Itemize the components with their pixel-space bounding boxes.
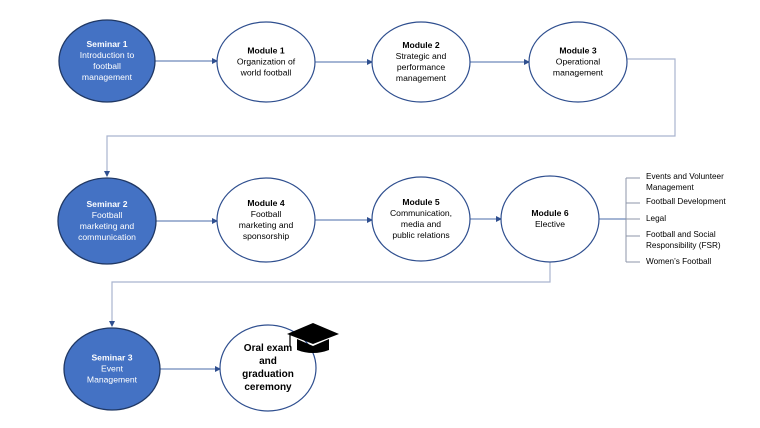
node-subtitle-line: media and: [400, 219, 442, 229]
nodes-layer: [57, 19, 628, 412]
node-subtitle-line: management: [395, 73, 447, 83]
node-title: Module 2: [402, 40, 440, 50]
node-subtitle-line: Event: [101, 363, 123, 374]
node-title: Module 3: [559, 45, 597, 56]
node-title: Seminar 3: [91, 352, 133, 363]
node-title: Module 4: [247, 198, 285, 208]
node-title: Module 6: [531, 208, 569, 218]
seminar-3-node: [63, 327, 161, 411]
node-title: Module 1: [247, 45, 285, 56]
node-title: Seminar 1: [86, 39, 128, 49]
final-exam-node: [219, 324, 317, 412]
node-subtitle-line: management: [81, 72, 133, 82]
node-subtitle-line: Strategic and: [395, 51, 447, 61]
module-1-node: [216, 21, 316, 103]
elective-item-line: Legal: [646, 214, 667, 223]
module-4-node: [216, 177, 316, 263]
node-subtitle-line: world football: [240, 67, 292, 78]
node-subtitle-line: graduation: [242, 369, 294, 380]
elective-item-line: Events and Volunteer: [646, 172, 724, 181]
node-subtitle-line: Operational: [555, 56, 601, 67]
elective-item-line: Football Development: [646, 197, 726, 206]
elective-bracket: [625, 177, 640, 263]
elective-item: Football Development: [646, 197, 726, 208]
node-subtitle-line: Football: [91, 210, 123, 220]
edges-layer: [104, 58, 676, 372]
module-5-node: [371, 176, 471, 262]
edge-module-3-to-seminar-2: [104, 58, 676, 177]
module-2-node: [371, 21, 471, 103]
node-subtitle-line: ceremony: [244, 382, 292, 393]
node-subtitle-line: Introduction to: [79, 50, 135, 60]
cap-board: [287, 323, 339, 344]
node-subtitle-line: Organization of: [236, 56, 296, 67]
node-subtitle-line: management: [552, 67, 604, 78]
node-subtitle-line: football: [93, 61, 121, 71]
edge-module-6-to-seminar-3: [109, 262, 551, 327]
elective-item-line: Management: [646, 182, 694, 192]
elective-item-line: Women’s Football: [646, 257, 712, 266]
elective-item-line: Football and Social: [646, 230, 716, 239]
elective-item-line: Responsibility (FSR): [646, 240, 721, 250]
node-title: Seminar 2: [86, 199, 128, 209]
elective-item: Legal: [646, 214, 666, 225]
final-exam-label: Oral exam and graduation ceremony: [242, 342, 294, 394]
node-subtitle-line: sponsorship: [242, 231, 290, 241]
node-subtitle-line: communication: [78, 232, 136, 242]
graduation-cap-icon: [287, 323, 339, 353]
node-subtitle-line: performance: [396, 62, 446, 72]
node-subtitle-line: marketing and: [238, 220, 294, 230]
cap-base: [297, 339, 329, 353]
node-subtitle-line: Elective: [534, 219, 566, 229]
module-3-node: [528, 21, 628, 103]
node-subtitle-line: public relations: [392, 230, 450, 240]
node-subtitle-line: Management: [86, 374, 138, 385]
module-6-node: [500, 175, 600, 263]
node-subtitle-line: Football: [250, 209, 282, 219]
node-title: Oral exam: [243, 343, 293, 354]
seminar-2-node: [57, 177, 157, 265]
node-title: Module 5: [402, 197, 440, 207]
node-subtitle-line: Communication,: [389, 208, 453, 218]
node-subtitle-line: and: [259, 356, 277, 367]
node-subtitle-line: marketing and: [79, 221, 135, 231]
seminar-1-node: [58, 19, 156, 103]
elective-item: Women’s Football: [646, 257, 711, 268]
